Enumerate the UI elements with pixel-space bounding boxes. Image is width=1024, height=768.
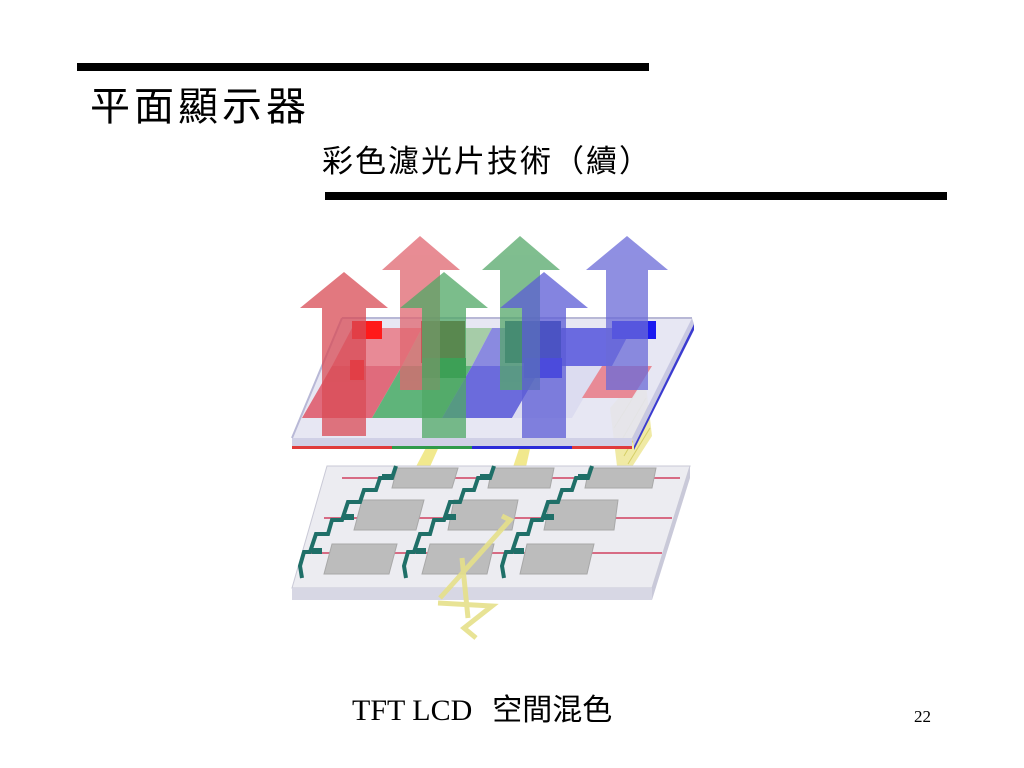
arrow-blue-front: [500, 272, 588, 438]
backlight-ray: [437, 513, 515, 640]
caption-cjk: 空間混色: [492, 694, 613, 727]
page-number: 22: [914, 707, 931, 726]
tft-substrate: [291, 465, 691, 600]
arrow-red-front: [300, 272, 388, 436]
subtitle-rule: [325, 192, 947, 200]
light-arrows: [300, 236, 668, 438]
tft-lcd-diagram: [232, 208, 732, 670]
arrow-blue-back: [586, 236, 668, 390]
page-subtitle: 彩色濾光片技術（續）: [322, 144, 652, 180]
caption-latin: TFT LCD: [352, 694, 473, 727]
figure-caption: TFT LCD 空間混色: [352, 694, 612, 729]
page-title: 平面顯示器: [90, 84, 310, 130]
arrow-green-front: [400, 272, 488, 438]
top-rule: [77, 63, 649, 71]
